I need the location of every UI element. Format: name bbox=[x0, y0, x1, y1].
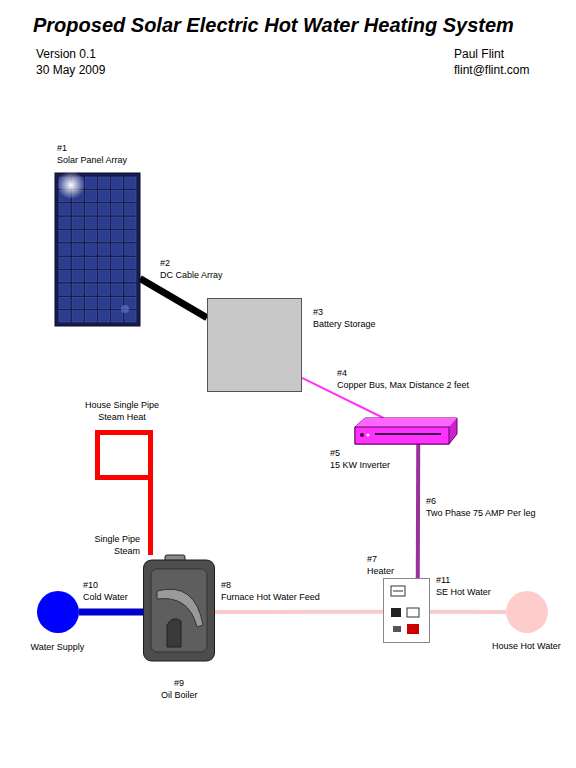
solar-panel-shape bbox=[55, 173, 140, 326]
house-hot-water-circle-shape bbox=[506, 591, 548, 633]
water-supply-circle: Water Supply bbox=[31, 591, 86, 653]
pipe-connector bbox=[79, 609, 143, 616]
part-label: Oil Boiler bbox=[161, 689, 198, 701]
pipe-connector bbox=[430, 610, 506, 614]
battery-box-shape bbox=[207, 298, 302, 392]
email-note: flint@flint.com bbox=[453, 63, 531, 78]
solar-panel: #1Solar Panel Array bbox=[55, 142, 140, 326]
pipe-connector bbox=[215, 610, 383, 614]
callout-number: #9 bbox=[174, 677, 184, 689]
diagram-title: Proposed Solar Electric Hot Water Heatin… bbox=[33, 13, 514, 37]
inverter-shape bbox=[355, 418, 457, 444]
inverter: #515 KW Inverter bbox=[330, 418, 457, 471]
version-note: Version 0.1 bbox=[35, 47, 97, 62]
part-label: House Single Pipe Steam Heat bbox=[72, 399, 172, 423]
callout-number: #1 bbox=[57, 142, 67, 154]
heater-shape bbox=[383, 578, 430, 643]
callout-number: #10 bbox=[82, 579, 99, 591]
connector-label: DC Cable Array bbox=[159, 269, 224, 281]
steam-heat-loop-shape bbox=[95, 430, 153, 480]
date-note: 30 May 2009 bbox=[35, 63, 106, 78]
pipe-connector bbox=[416, 444, 420, 578]
connector-label: Furnace Hot Water Feed bbox=[220, 591, 321, 603]
connector-label: Copper Bus, Max Distance 2 feet bbox=[336, 379, 470, 391]
solar-panel-art bbox=[55, 173, 140, 326]
connector-label: Single Pipe Steam bbox=[87, 533, 141, 557]
callout-number: #4 bbox=[336, 367, 348, 379]
author-note: Paul Flint bbox=[453, 47, 505, 62]
part-label: House Hot Water bbox=[492, 640, 561, 652]
water-supply-circle-shape bbox=[37, 591, 79, 633]
heater-art bbox=[383, 578, 430, 643]
house-hot-water-circle: House Hot Water bbox=[492, 591, 562, 652]
callout-number: #11 bbox=[435, 574, 451, 586]
pipe-connector bbox=[140, 279, 207, 318]
callout-number: #3 bbox=[313, 306, 323, 318]
oil-boiler-shape bbox=[143, 555, 215, 662]
inverter-art bbox=[355, 418, 457, 444]
part-label: Heater bbox=[367, 565, 394, 577]
callout-number: #6 bbox=[425, 495, 437, 507]
callout-number: #2 bbox=[159, 257, 171, 269]
callout-number: #7 bbox=[367, 553, 377, 565]
steam-heat-loop: House Single Pipe Steam Heat bbox=[72, 399, 172, 480]
heater: #7Heater bbox=[367, 553, 430, 643]
part-label: Water Supply bbox=[31, 641, 85, 653]
callout-number: #5 bbox=[330, 447, 340, 459]
connector-label: Cold Water bbox=[82, 591, 129, 603]
part-label: Solar Panel Array bbox=[57, 154, 127, 166]
part-label: Battery Storage bbox=[313, 318, 376, 330]
part-label: 15 KW Inverter bbox=[330, 459, 390, 471]
connector-label: SE Hot Water bbox=[435, 586, 492, 598]
callout-number: #8 bbox=[220, 579, 232, 591]
pipe-connector bbox=[148, 480, 153, 555]
oil-boiler: #9Oil Boiler bbox=[143, 555, 215, 701]
connector-label: Two Phase 75 AMP Per leg bbox=[425, 507, 536, 519]
oil-boiler-art bbox=[143, 555, 215, 662]
battery-box: #3Battery Storage bbox=[207, 298, 377, 392]
